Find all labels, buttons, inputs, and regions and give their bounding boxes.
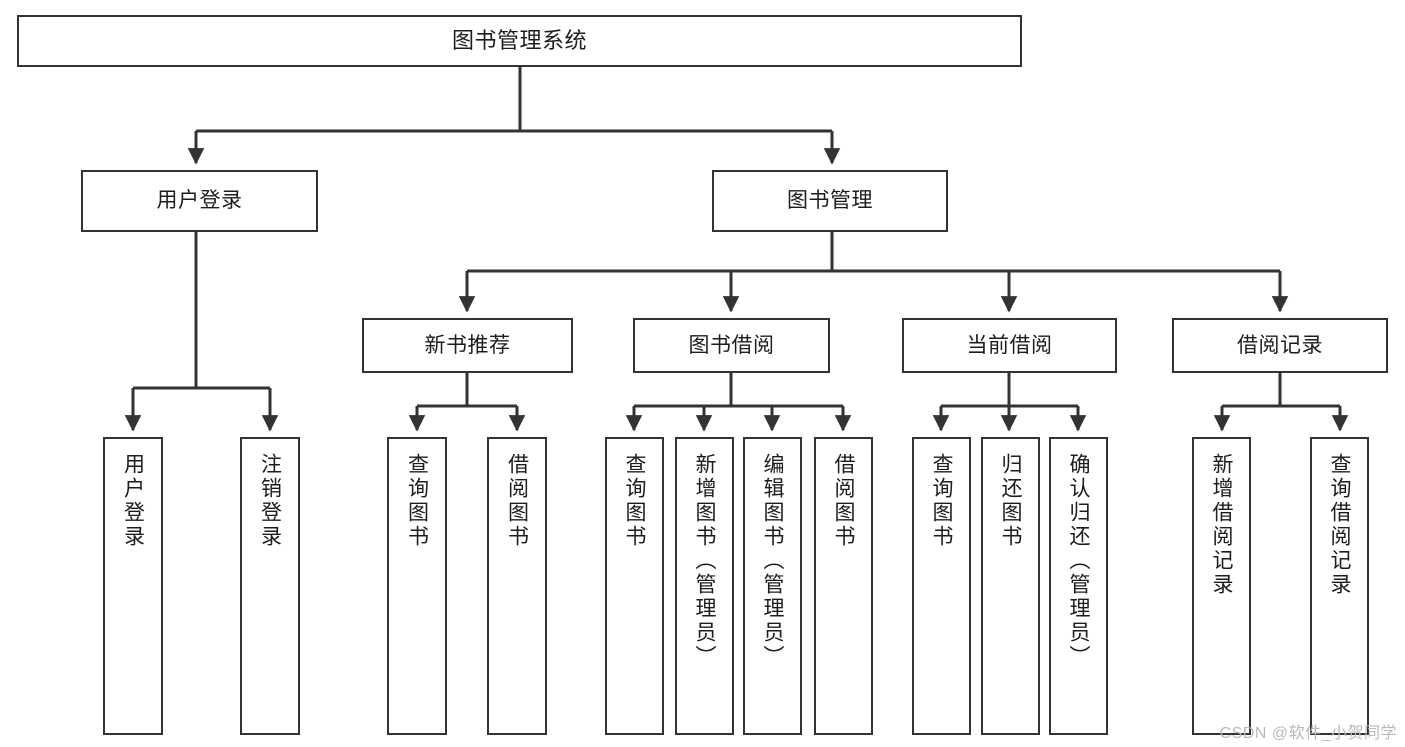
leaf-query-book-2[interactable]: 查询图书: [605, 437, 664, 735]
csdn-watermark: CSDN @软件_小贺同学: [1219, 725, 1397, 742]
node-current-borrow[interactable]: 当前借阅: [902, 318, 1117, 373]
leaf-return-book[interactable]: 归还图书: [981, 437, 1040, 735]
leaf-query-book-1[interactable]: 查询图书: [387, 437, 447, 735]
node-label: 图书管理: [787, 189, 873, 213]
leaf-query-book-3[interactable]: 查询图书: [912, 437, 971, 735]
node-label: 查询图书: [930, 453, 953, 549]
leaf-logout-login[interactable]: 注销登录: [240, 437, 300, 735]
node-borrow-record[interactable]: 借阅记录: [1172, 318, 1388, 373]
node-label: 查询图书: [623, 453, 646, 549]
node-label: 新增图书（管理员）: [693, 453, 716, 669]
leaf-edit-book[interactable]: 编辑图书（管理员）: [743, 437, 802, 735]
node-book-borrow[interactable]: 图书借阅: [633, 318, 830, 373]
leaf-borrow-book-2[interactable]: 借阅图书: [814, 437, 873, 735]
node-label: 用户登录: [156, 189, 243, 213]
node-book-manage[interactable]: 图书管理: [712, 170, 948, 232]
node-label: 借阅图书: [832, 453, 855, 549]
leaf-confirm-return[interactable]: 确认归还（管理员）: [1049, 437, 1108, 735]
node-label: 当前借阅: [966, 333, 1053, 357]
leaf-add-record[interactable]: 新增借阅记录: [1192, 437, 1251, 735]
node-user-login[interactable]: 用户登录: [81, 170, 318, 232]
leaf-query-record[interactable]: 查询借阅记录: [1310, 437, 1369, 735]
leaf-add-book[interactable]: 新增图书（管理员）: [675, 437, 734, 735]
node-label: 借阅记录: [1237, 333, 1323, 357]
node-root-system[interactable]: 图书管理系统: [17, 15, 1022, 67]
node-label: 借阅图书: [505, 453, 529, 549]
node-label: 查询借阅记录: [1328, 453, 1351, 597]
node-label: 新书推荐: [424, 333, 511, 357]
leaf-user-login[interactable]: 用户登录: [103, 437, 163, 735]
node-label: 新增借阅记录: [1210, 453, 1233, 597]
node-label: 图书管理系统: [451, 27, 587, 53]
node-label: 注销登录: [258, 453, 282, 549]
leaf-borrow-book-1[interactable]: 借阅图书: [487, 437, 547, 735]
node-label: 确认归还（管理员）: [1067, 453, 1090, 669]
node-label: 归还图书: [999, 453, 1022, 549]
node-label: 用户登录: [121, 453, 145, 549]
node-new-book-recommend[interactable]: 新书推荐: [362, 318, 573, 373]
node-label: 编辑图书（管理员）: [761, 453, 784, 669]
node-label: 图书借阅: [688, 333, 775, 357]
node-label: 查询图书: [405, 453, 429, 549]
